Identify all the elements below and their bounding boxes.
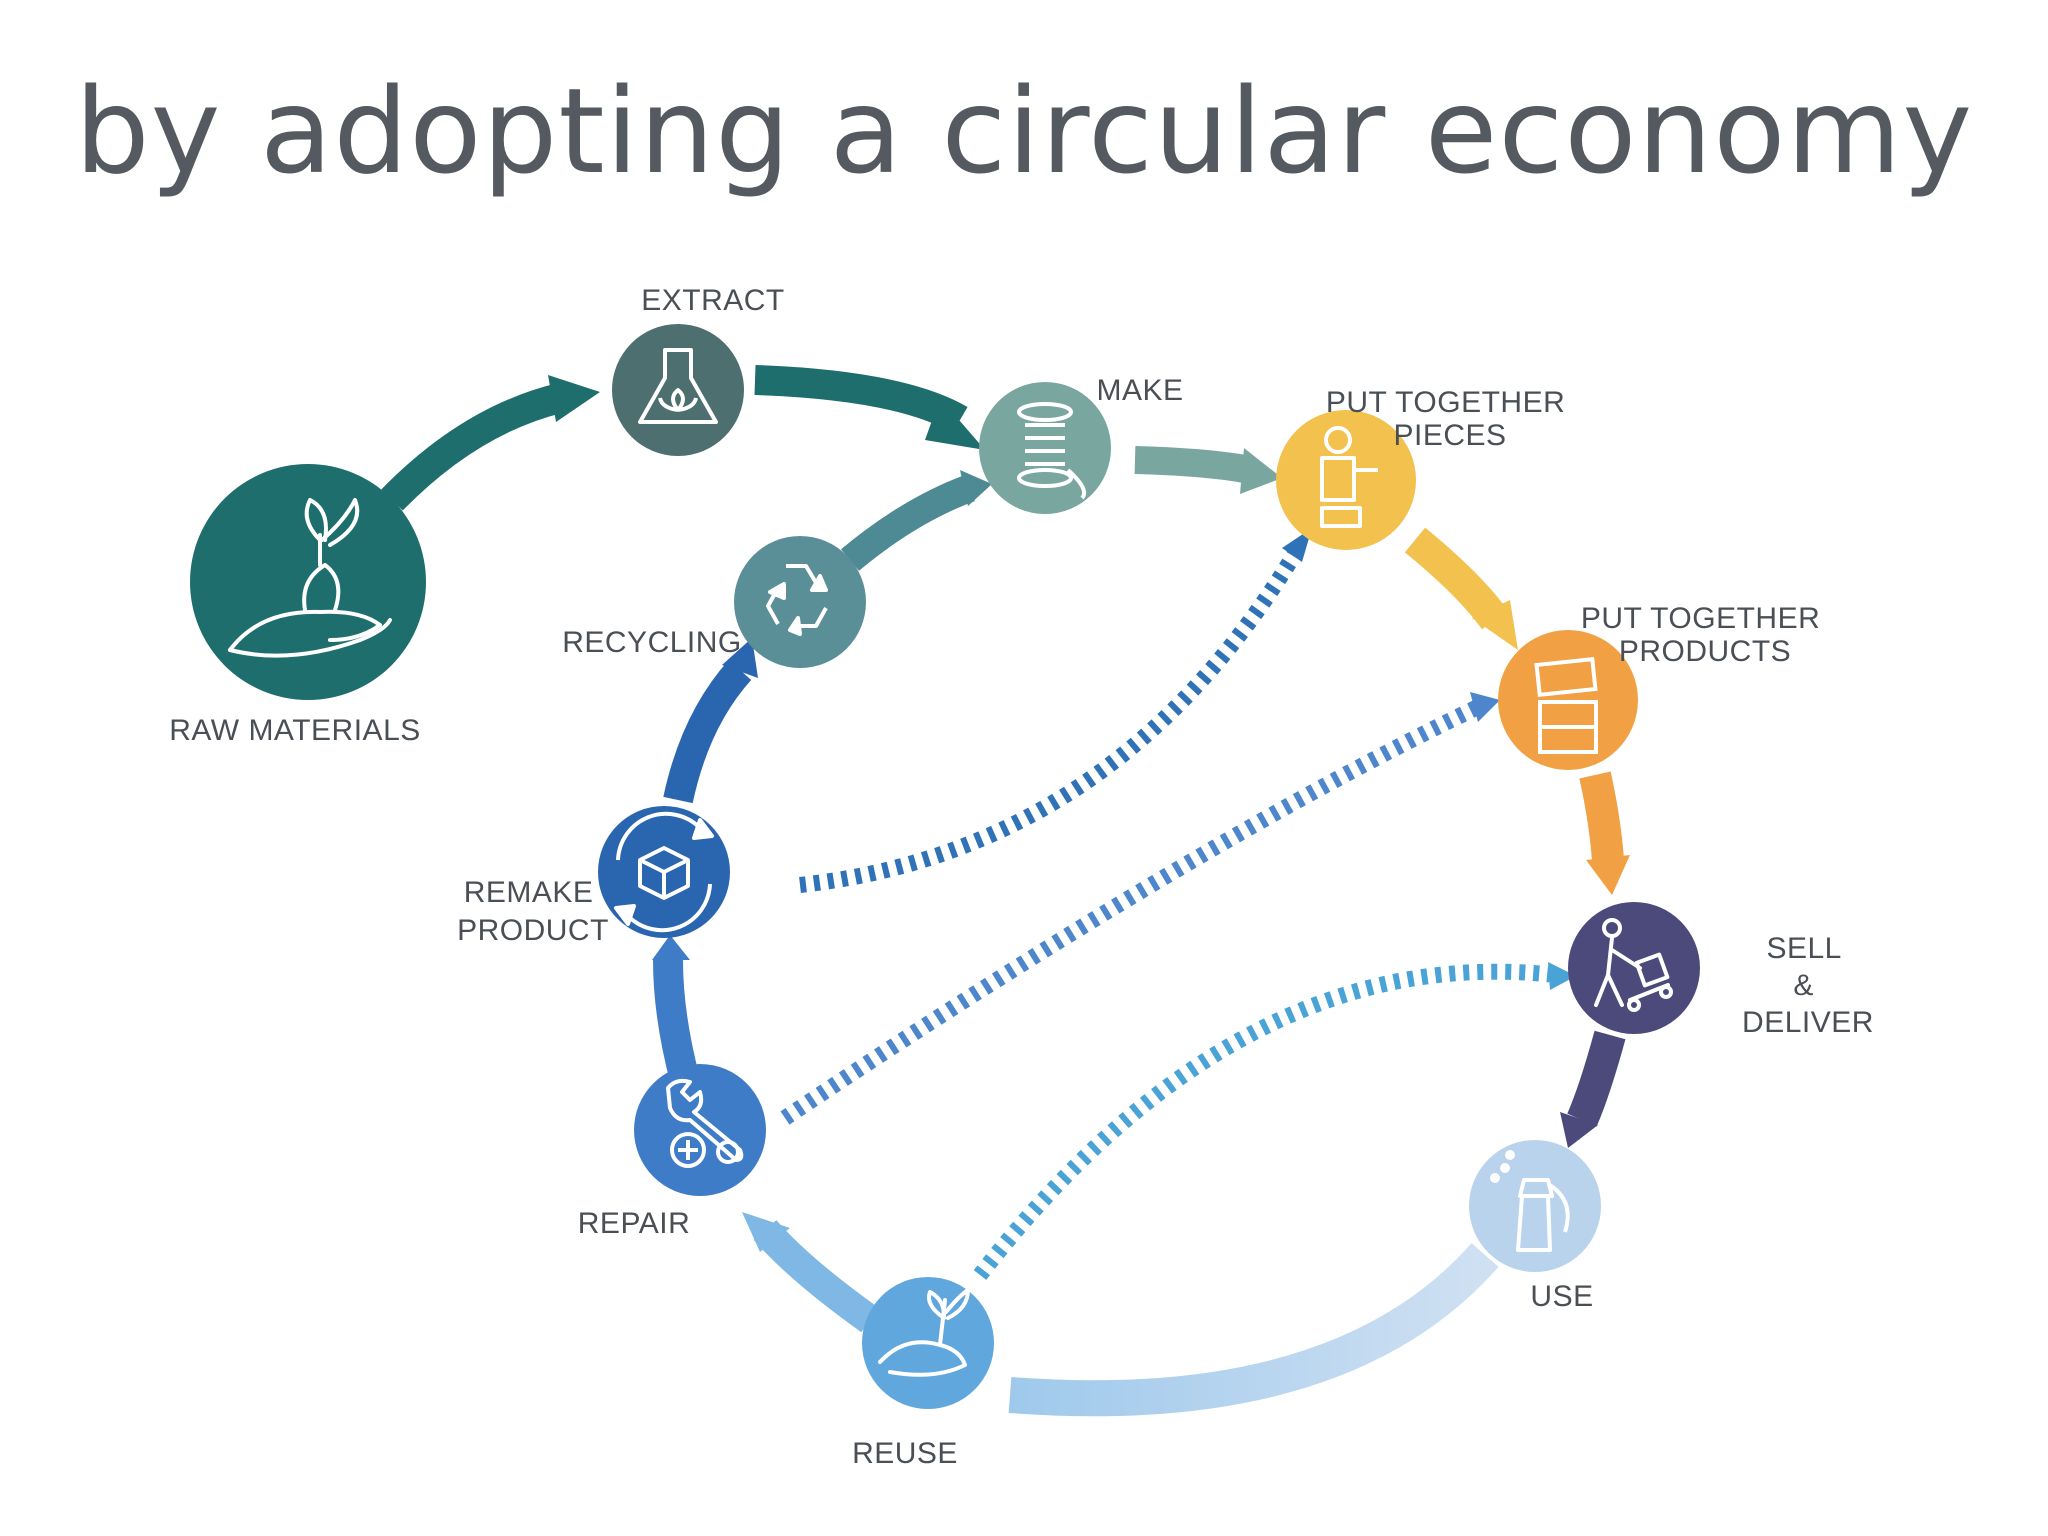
node-make: MAKE xyxy=(979,374,1183,514)
node-label: PUT TOGETHER PIECES xyxy=(1326,386,1574,452)
arrow-make-to-pieces xyxy=(1134,446,1253,484)
node-sell-deliver: SELL & DELIVER xyxy=(1568,902,1874,1039)
arrowhead-pieces-to-products xyxy=(1472,600,1518,650)
arrow-sell-to-use xyxy=(1567,1030,1626,1127)
flask-leaf-icon xyxy=(638,348,718,424)
node-use: USE xyxy=(1469,1140,1601,1313)
node-extract: EXTRACT xyxy=(612,284,785,456)
node-remake-product: REMAKE PRODUCT xyxy=(457,806,730,947)
arrow-recycling-to-make xyxy=(841,474,975,571)
loop-back-arrows xyxy=(780,528,1576,1280)
node-label-line: DELIVER xyxy=(1742,1006,1874,1039)
arrow-pieces-to-products xyxy=(1404,527,1509,630)
arrowhead-remake-to-recycling xyxy=(722,638,758,678)
node-label-line: PRODUCTS xyxy=(1619,635,1791,668)
node-label: REPAIR xyxy=(578,1207,690,1240)
arrow-extract-to-make xyxy=(754,365,968,434)
wrench-icon xyxy=(666,1078,744,1168)
arrow-products-to-sell xyxy=(1579,771,1624,862)
spray-bottle-icon xyxy=(1490,1150,1570,1252)
node-label: MAKE xyxy=(1096,374,1183,407)
arrowhead-repair-to-products xyxy=(1470,692,1500,722)
node-label-line: PRODUCT xyxy=(457,914,609,947)
arrowhead-sell-to-use xyxy=(1560,1112,1598,1148)
node-label-line: PIECES xyxy=(1393,419,1506,452)
node-label-line: MAKE xyxy=(1096,374,1183,407)
node-repair: REPAIR xyxy=(578,1064,766,1240)
node-label: REMAKE PRODUCT xyxy=(457,876,609,947)
arrow-use-to-reuse xyxy=(1008,1243,1499,1417)
arrowhead-raw-to-extract xyxy=(548,375,600,422)
node-label: SELL & DELIVER xyxy=(1742,932,1874,1039)
node-label: EXTRACT xyxy=(641,284,785,317)
node-label-line: REPAIR xyxy=(578,1207,690,1240)
node-label: REUSE xyxy=(852,1437,958,1470)
node-label: USE xyxy=(1530,1280,1593,1313)
arrowhead-repair-to-remake xyxy=(652,935,690,960)
arrowhead-recycling-to-make xyxy=(960,470,992,506)
arrowhead-reuse-to-repair xyxy=(742,1212,790,1252)
node-recycling: RECYCLING xyxy=(562,536,866,668)
worker-icon xyxy=(1320,426,1378,528)
spool-icon xyxy=(1017,402,1087,500)
node-put-together-products: PUT TOGETHER PRODUCTS xyxy=(1498,602,1829,770)
node-label-line: USE xyxy=(1530,1280,1593,1313)
boxes-icon xyxy=(1534,656,1598,754)
node-label: RAW MATERIALS xyxy=(169,714,421,747)
node-label-line: PUT TOGETHER xyxy=(1581,602,1820,635)
node-label-line: REUSE xyxy=(852,1437,958,1470)
dotted-arrow-repair-to-products xyxy=(780,698,1484,1125)
node-put-together-pieces: PUT TOGETHER PIECES xyxy=(1276,386,1574,550)
node-raw-materials: RAW MATERIALS xyxy=(169,464,426,747)
cycle-arrows xyxy=(381,365,1630,1417)
node-label-line: PUT TOGETHER xyxy=(1326,386,1565,419)
arrow-raw-to-extract xyxy=(381,383,564,511)
delivery-cart-icon xyxy=(1594,918,1673,1012)
arrowhead-reuse-to-sell xyxy=(1548,962,1576,990)
hand-sprout-icon xyxy=(878,1288,970,1377)
arrow-remake-to-recycling xyxy=(663,659,752,804)
node-label: RECYCLING xyxy=(562,626,742,659)
node-label-line: EXTRACT xyxy=(641,284,785,317)
arrowhead-products-to-sell xyxy=(1586,855,1630,895)
hand-plant-icon xyxy=(228,498,392,658)
node-label-line: RAW MATERIALS xyxy=(169,714,421,747)
dotted-arrow-reuse-to-sell xyxy=(973,963,1556,1280)
node-label: PUT TOGETHER PRODUCTS xyxy=(1581,602,1829,668)
page-title: by adopting a circular economy xyxy=(74,62,1974,200)
arrowhead-make-to-pieces xyxy=(1240,448,1282,494)
node-reuse: REUSE xyxy=(852,1277,994,1470)
dotted-arrow-remake-to-pieces xyxy=(799,540,1307,893)
arrow-reuse-to-repair xyxy=(753,1220,879,1333)
box-cycle-icon xyxy=(614,811,714,933)
node-label-line: SELL xyxy=(1766,932,1840,965)
arrow-repair-to-remake xyxy=(653,959,700,1084)
arrowhead-remake-to-pieces xyxy=(1282,528,1312,562)
node-label-line: RECYCLING xyxy=(562,626,742,659)
node-label-line: & xyxy=(1793,969,1814,1002)
node-label-line: REMAKE xyxy=(464,876,594,909)
arrowhead-extract-to-make xyxy=(925,398,985,450)
recycle-icon xyxy=(766,564,828,636)
